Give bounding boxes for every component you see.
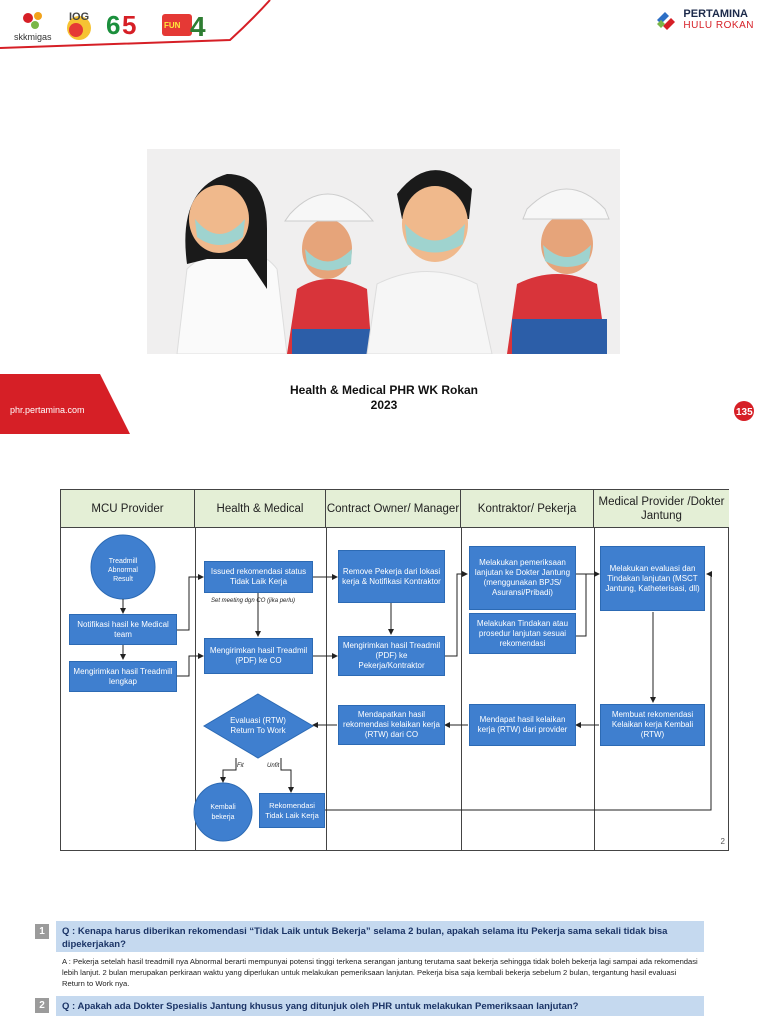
node-kembali-bekerja: Kembali bekerja — [210, 804, 236, 821]
red-tab-shape — [0, 374, 130, 434]
node-rekomendasi-kembali: Membuat rekomendasi Kelaikan kerja Kemba… — [600, 704, 705, 746]
workers-image — [176, 170, 610, 354]
funtastic-logo: FUN 4 — [160, 6, 206, 42]
node-evaluasi-rtw: Evaluasi (RTW) Return To Work — [230, 716, 286, 735]
badge-text: 135 — [736, 407, 753, 418]
col-divider — [594, 528, 595, 851]
header-swoosh — [0, 0, 768, 56]
svg-text:IOG: IOG — [69, 11, 89, 23]
node-treadmill-abnormal: Treadmill Abnormal Result — [108, 557, 138, 583]
faq-question-2: Q : Apakah ada Dokter Spesialis Jantung … — [56, 996, 704, 1016]
funtastic-icon: FUN 4 — [161, 11, 206, 42]
col-divider — [195, 528, 196, 851]
node-pemeriksaan-lanjutan: Melakukan pemeriksaan lanjutan ke Dokter… — [469, 546, 576, 610]
svg-text:6: 6 — [106, 10, 120, 40]
page-number: 2 — [720, 837, 725, 846]
anniversary-icon: 6 5 — [106, 10, 136, 40]
node-evaluasi-medical: Melakukan evaluasi dan Tindakan lanjutan… — [600, 546, 705, 611]
faq-number-2: 2 — [35, 998, 49, 1013]
skkmigas-icon — [22, 12, 42, 29]
node-kirim-pdf-pekerja: Mengirimkan hasil Treadmil (PDF) ke Peke… — [338, 636, 445, 676]
title-line-1: Health & Medical PHR WK Rokan — [289, 383, 479, 397]
node-notifikasi: Notifikasi hasil ke Medical team — [69, 614, 177, 645]
pertamina-icon — [657, 11, 676, 30]
node-mendapatkan-rtw-co: Mendapatkan hasil rekomendasi kelaikan k… — [338, 705, 445, 745]
svg-text:FUN: FUN — [164, 21, 181, 30]
col-divider — [461, 528, 462, 851]
partner-logos: skkmigas IOG 6 5 FUN 4 — [14, 6, 206, 42]
anniversary-badge: 135 — [734, 401, 754, 421]
iog-logo: IOG — [62, 8, 96, 42]
meeting-note: Set meeting dgn CO (jika perlu) — [211, 598, 296, 604]
col-header-contract-owner: Contract Owner/ Manager — [326, 490, 461, 528]
brand-name: PERTAMINA — [683, 8, 748, 20]
node-rekomendasi-tidak-laik: Rekomendasi Tidak Laik Kerja — [259, 793, 325, 828]
label-fit: Fit — [237, 763, 244, 769]
svg-text:4: 4 — [190, 11, 206, 42]
workers-illustration — [147, 149, 620, 354]
col-header-mcu: MCU Provider — [61, 490, 195, 528]
col-divider — [326, 528, 327, 851]
document-title: Health & Medical PHR WK Rokan 2023 — [0, 383, 768, 413]
faq-answer-1: A : Pekerja setelah hasil treadmill nya … — [62, 957, 698, 988]
brand-sub: HULU ROKAN — [683, 20, 754, 31]
65-anniversary-logo: 6 5 — [106, 8, 150, 42]
title-line-2: 2023 — [370, 398, 398, 412]
iog-icon: IOG — [66, 11, 91, 40]
label-unfit: Unfit — [267, 763, 280, 769]
node-issued-rekomendasi: Issued rekomendasi status Tidak Laik Ker… — [204, 561, 313, 593]
svg-text:5: 5 — [122, 10, 136, 40]
faq-number-1: 1 — [35, 924, 49, 939]
flow-arrows — [90, 534, 712, 842]
faq-question-1: Q : Kenapa harus diberikan rekomendasi “… — [56, 921, 704, 952]
node-tindakan-lanjutan: Melakukan Tindakan atau prosedur lanjuta… — [469, 613, 576, 654]
skkmigas-logo: skkmigas — [14, 8, 52, 42]
col-header-medical-provider: Medical Provider /Dokter Jantung — [594, 490, 729, 528]
flowchart: MCU Provider Health & Medical Contract O… — [60, 489, 729, 851]
col-header-health: Health & Medical — [195, 490, 326, 528]
website-url[interactable]: phr.pertamina.com — [10, 405, 85, 415]
logo-text-skkmigas: skkmigas — [14, 32, 52, 42]
node-mendapat-rtw: Mendapat hasil kelaikan kerja (RTW) dari… — [469, 704, 576, 746]
top-header: skkmigas IOG 6 5 FUN 4 — [0, 0, 768, 56]
col-header-kontraktor: Kontraktor/ Pekerja — [461, 490, 594, 528]
node-kirim-pdf-co: Mengirimkan hasil Treadmil (PDF) ke CO — [204, 638, 313, 674]
node-remove-pekerja: Remove Pekerja dari lokasi kerja & Notif… — [338, 550, 445, 603]
node-kirim-lengkap: Mengirimkan hasil Treadmill lengkap — [69, 661, 177, 692]
pertamina-logo: PERTAMINA HULU ROKAN — [655, 8, 754, 31]
